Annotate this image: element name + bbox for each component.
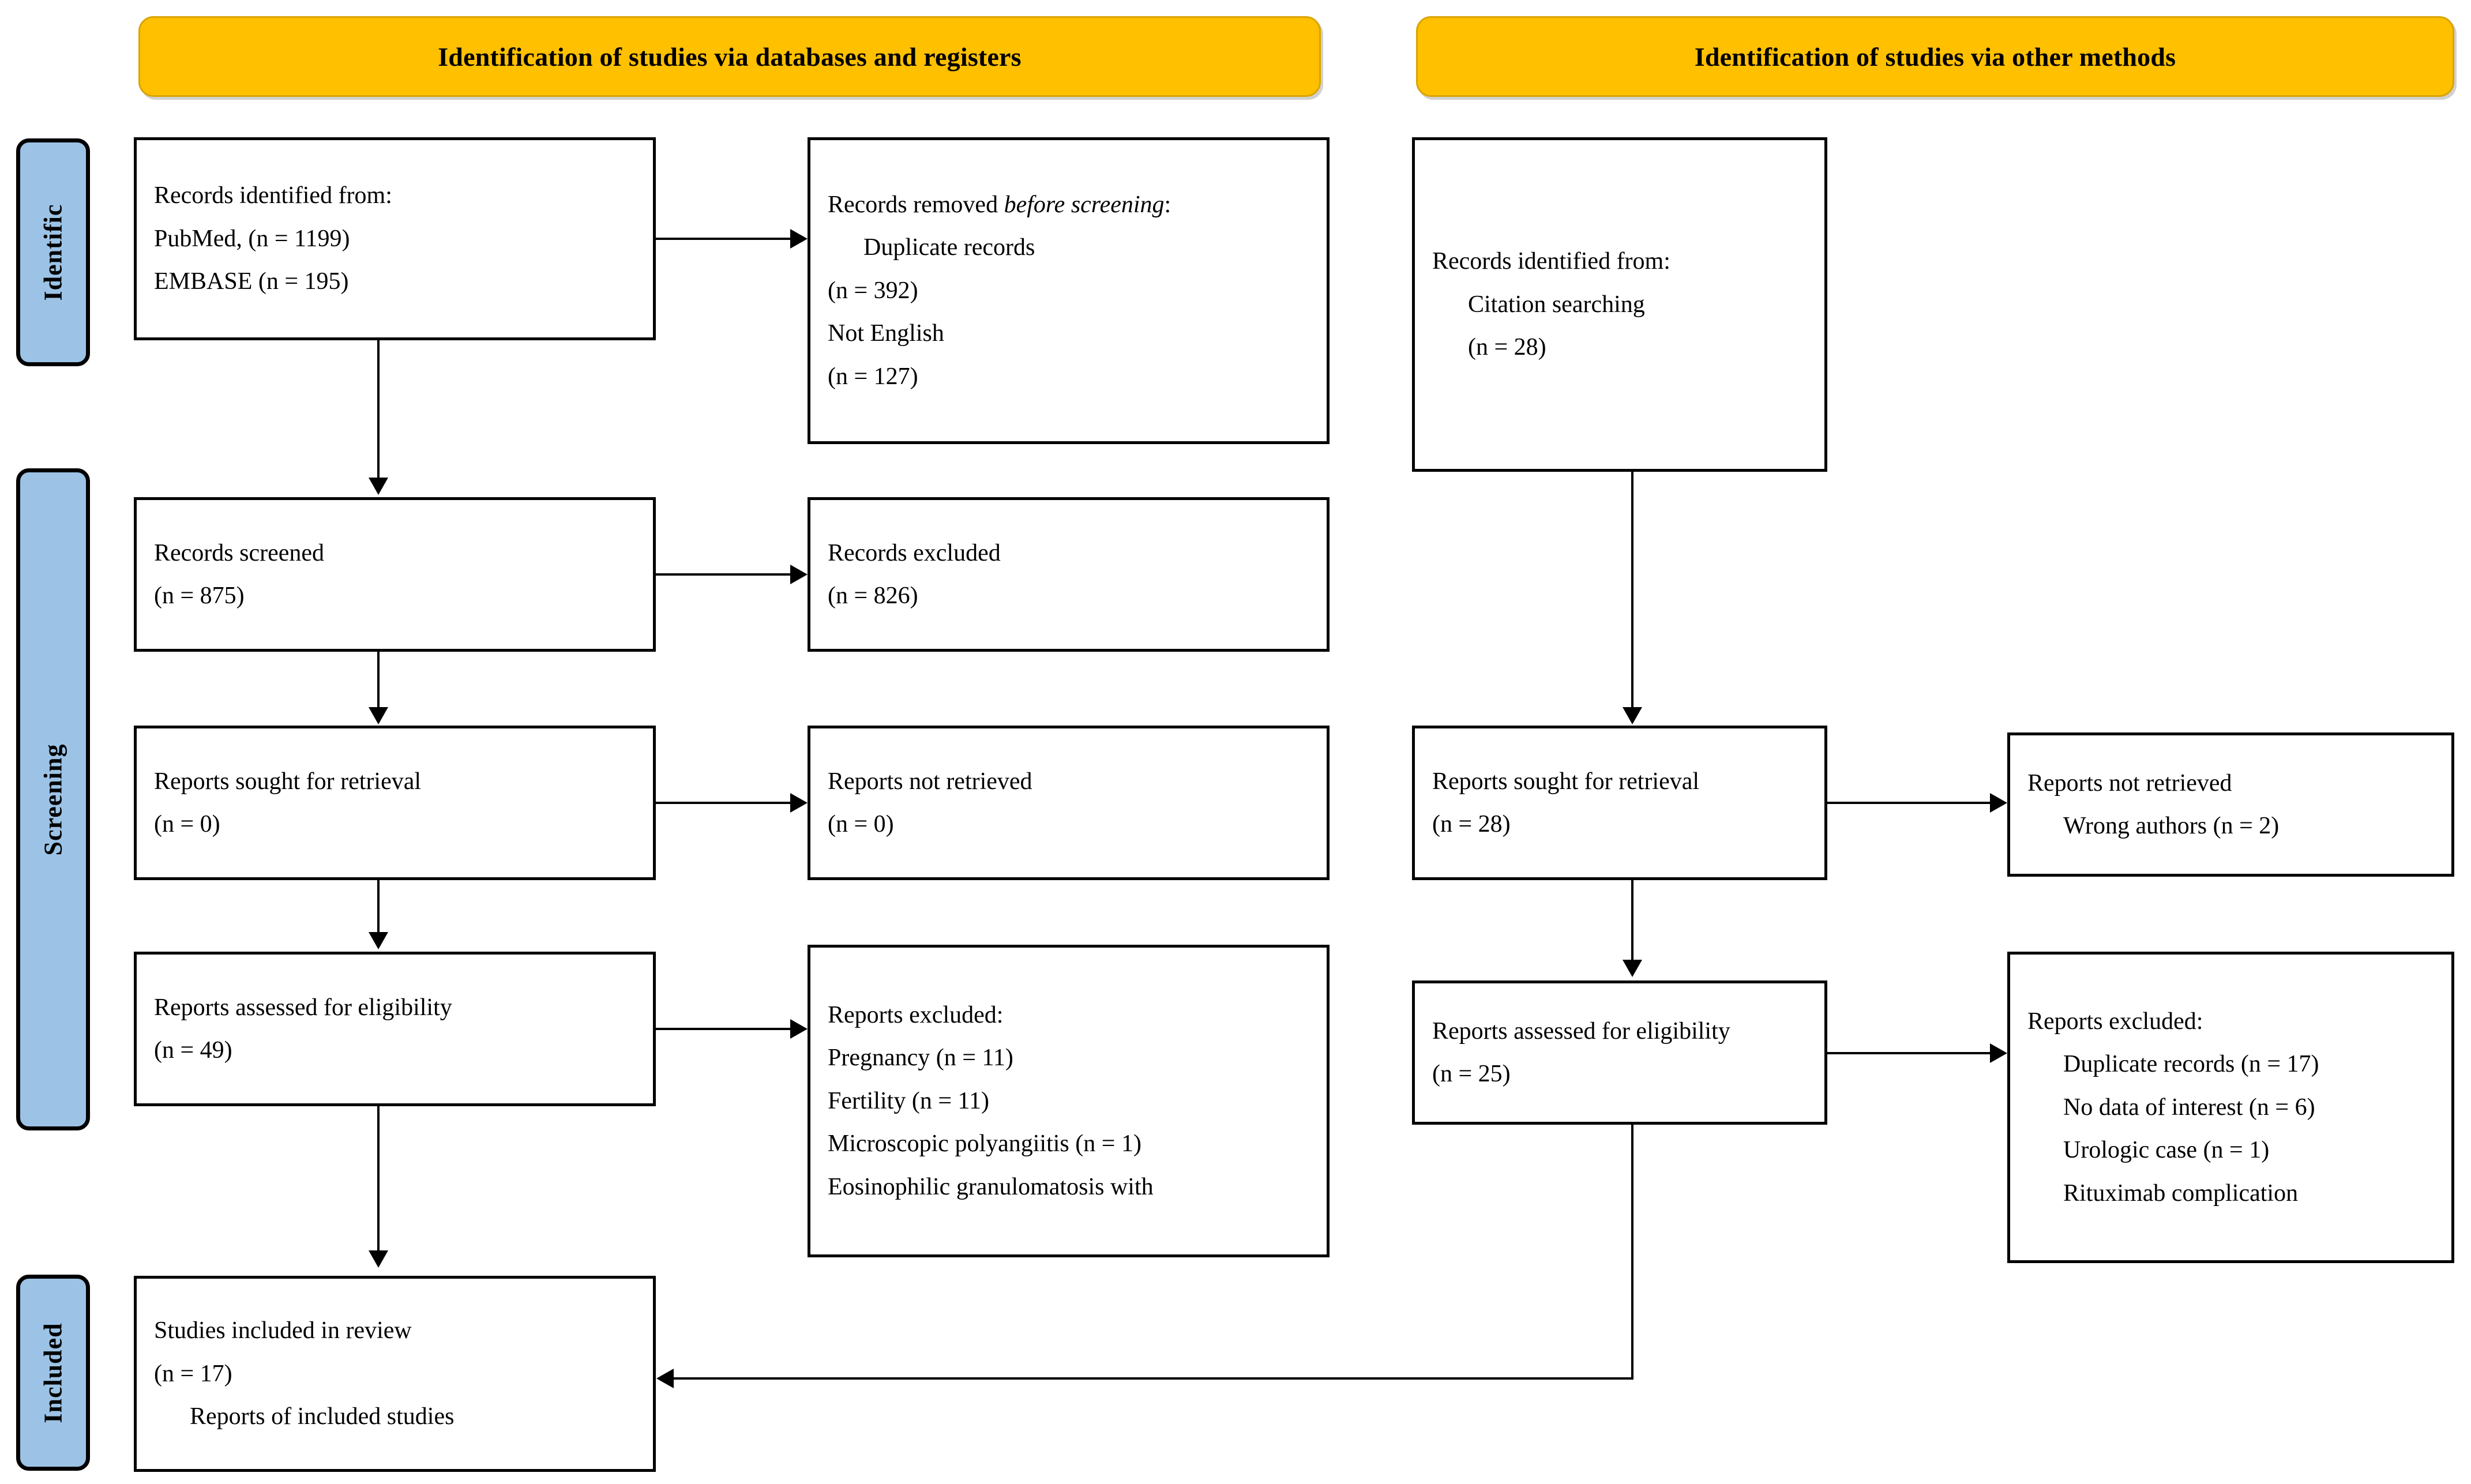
records-removed-line-3: (n = 392) (828, 277, 918, 304)
box-records-removed-before-screening: Records removed before screening: Duplic… (808, 137, 1330, 444)
reports-not-retrieved-left-line-2: (n = 0) (828, 811, 894, 837)
box-reports-not-retrieved-databases: Reports not retrieved (n = 0) (808, 726, 1330, 880)
reports-excluded-left-line-3: Fertility (n = 11) (828, 1087, 989, 1114)
box-reports-excluded-databases: Reports excluded: Pregnancy (n = 11) Fer… (808, 945, 1330, 1257)
stage-label-identification: Identific (16, 138, 90, 366)
phase-header-other-methods: Identification of studies via other meth… (1416, 16, 2454, 97)
arrow-sought-to-assessed (369, 932, 388, 949)
box-records-screened: Records screened (n = 875) (134, 497, 656, 652)
records-removed-line-4: Not English (828, 320, 944, 347)
arrow-assessed-to-excluded (790, 1019, 808, 1039)
phase-header-databases: Identification of studies via databases … (138, 16, 1321, 97)
arrow-sought-to-not-retrieved-right (1990, 793, 2007, 813)
box-reports-sought-databases: Reports sought for retrieval (n = 0) (134, 726, 656, 880)
connector-screened-to-sought (377, 652, 380, 708)
records-screened-line-2: (n = 875) (154, 583, 245, 609)
phase-header-other-methods-label: Identification of studies via other meth… (1694, 42, 2176, 72)
records-identified-other-line-2: Citation searching (1468, 291, 1645, 318)
records-screened-line-1: Records screened (154, 539, 325, 566)
connector-assessed-to-excluded-right (1827, 1052, 1993, 1054)
reports-assessed-left-line-2: (n = 49) (154, 1037, 232, 1064)
reports-sought-left-line-2: (n = 0) (154, 811, 220, 837)
box-records-identified-databases: Records identified from: PubMed, (n = 11… (134, 137, 656, 340)
reports-assessed-left-line-1: Reports assessed for eligibility (154, 994, 452, 1021)
box-studies-included-in-review: Studies included in review (n = 17) Repo… (134, 1276, 656, 1472)
connector-right-to-included-horizontal (674, 1377, 1632, 1380)
records-removed-heading-emphasis: before screening (1004, 191, 1165, 219)
records-identified-line-1: Records identified from: (154, 182, 392, 209)
connector-screened-to-excluded (656, 573, 793, 576)
reports-sought-right-line-1: Reports sought for retrieval (1432, 768, 1700, 795)
reports-sought-right-line-2: (n = 28) (1432, 811, 1511, 837)
reports-excluded-right-line-5: Rituximab complication (2063, 1179, 2299, 1207)
box-records-identified-other-methods: Records identified from: Citation search… (1412, 137, 1827, 472)
stage-label-identification-text: Identific (39, 204, 67, 301)
arrow-screened-to-sought (369, 707, 388, 724)
connector-identified-to-removed (656, 238, 793, 240)
arrow-right-to-included (656, 1369, 674, 1388)
arrow-assessed-to-included (369, 1250, 388, 1268)
reports-excluded-left-line-1: Reports excluded: (828, 1002, 1004, 1029)
studies-included-line-1: Studies included in review (154, 1317, 412, 1344)
reports-excluded-left-line-5: Eosinophilic granulomatosis with (828, 1173, 1154, 1200)
box-reports-assessed-databases: Reports assessed for eligibility (n = 49… (134, 952, 656, 1106)
arrow-identified-to-screened (369, 478, 388, 495)
connector-sought-to-not-retrieved-right (1827, 802, 1993, 804)
stage-label-included-text: Included (39, 1322, 67, 1423)
box-reports-excluded-other-methods: Reports excluded: Duplicate records (n =… (2007, 952, 2454, 1263)
arrow-sought-to-not-retrieved (790, 793, 808, 813)
reports-assessed-right-line-1: Reports assessed for eligibility (1432, 1017, 1730, 1045)
records-identified-line-3: EMBASE (n = 195) (154, 268, 349, 295)
records-excluded-line-1: Records excluded (828, 539, 1001, 566)
connector-sought-to-not-retrieved (656, 802, 793, 804)
reports-excluded-right-line-4: Urologic case (n = 1) (2063, 1137, 2270, 1164)
arrow-citation-to-sought (1623, 707, 1642, 724)
connector-citation-to-sought (1631, 472, 1633, 708)
stage-label-included: Included (16, 1275, 90, 1471)
records-identified-line-2: PubMed, (n = 1199) (154, 225, 350, 252)
reports-excluded-right-line-3: No data of interest (n = 6) (2063, 1094, 2315, 1121)
stage-label-screening-text: Screening (39, 743, 67, 855)
connector-assessed-to-included (377, 1106, 380, 1252)
reports-excluded-right-line-2: Duplicate records (n = 17) (2063, 1051, 2319, 1078)
connector-identified-to-screened (377, 340, 380, 479)
connector-sought-to-assessed (377, 880, 380, 933)
reports-sought-left-line-1: Reports sought for retrieval (154, 768, 422, 795)
box-reports-assessed-other-methods: Reports assessed for eligibility (n = 25… (1412, 980, 1827, 1125)
box-reports-not-retrieved-other-methods: Reports not retrieved Wrong authors (n =… (2007, 732, 2454, 877)
studies-included-line-2: (n = 17) (154, 1360, 232, 1387)
reports-not-retrieved-right-line-1: Reports not retrieved (2027, 769, 2232, 797)
arrow-screened-to-excluded (790, 565, 808, 584)
records-excluded-line-2: (n = 826) (828, 583, 918, 609)
reports-not-retrieved-right-line-2: Wrong authors (n = 2) (2063, 813, 2280, 839)
arrow-identified-to-removed (790, 229, 808, 249)
records-removed-heading: Records removed before screening: (828, 186, 1309, 224)
box-reports-sought-other-methods: Reports sought for retrieval (n = 28) (1412, 726, 1827, 880)
records-removed-heading-c: : (1164, 191, 1171, 219)
reports-excluded-left-line-4: Microscopic polyangiitis (n = 1) (828, 1130, 1141, 1158)
reports-excluded-right-line-1: Reports excluded: (2027, 1008, 2203, 1035)
arrow-sought-to-assessed-right (1623, 960, 1642, 977)
records-removed-heading-a: Records removed (828, 191, 1004, 219)
studies-included-line-3: Reports of included studies (190, 1403, 455, 1430)
stage-label-screening: Screening (16, 468, 90, 1130)
connector-sought-to-assessed-right (1631, 880, 1633, 961)
reports-assessed-right-line-2: (n = 25) (1432, 1061, 1511, 1087)
connector-assessed-to-excluded (656, 1028, 793, 1030)
reports-excluded-left-line-2: Pregnancy (n = 11) (828, 1045, 1013, 1072)
records-removed-line-5: (n = 127) (828, 363, 918, 390)
records-identified-other-line-1: Records identified from: (1432, 248, 1670, 275)
records-identified-other-line-3: (n = 28) (1468, 334, 1546, 361)
reports-not-retrieved-left-line-1: Reports not retrieved (828, 768, 1032, 795)
phase-header-databases-label: Identification of studies via databases … (438, 42, 1022, 72)
records-removed-line-2: Duplicate records (863, 234, 1035, 261)
box-records-excluded: Records excluded (n = 826) (808, 497, 1330, 652)
arrow-assessed-to-excluded-right (1990, 1043, 2007, 1063)
connector-right-to-included-vertical (1631, 1125, 1633, 1380)
